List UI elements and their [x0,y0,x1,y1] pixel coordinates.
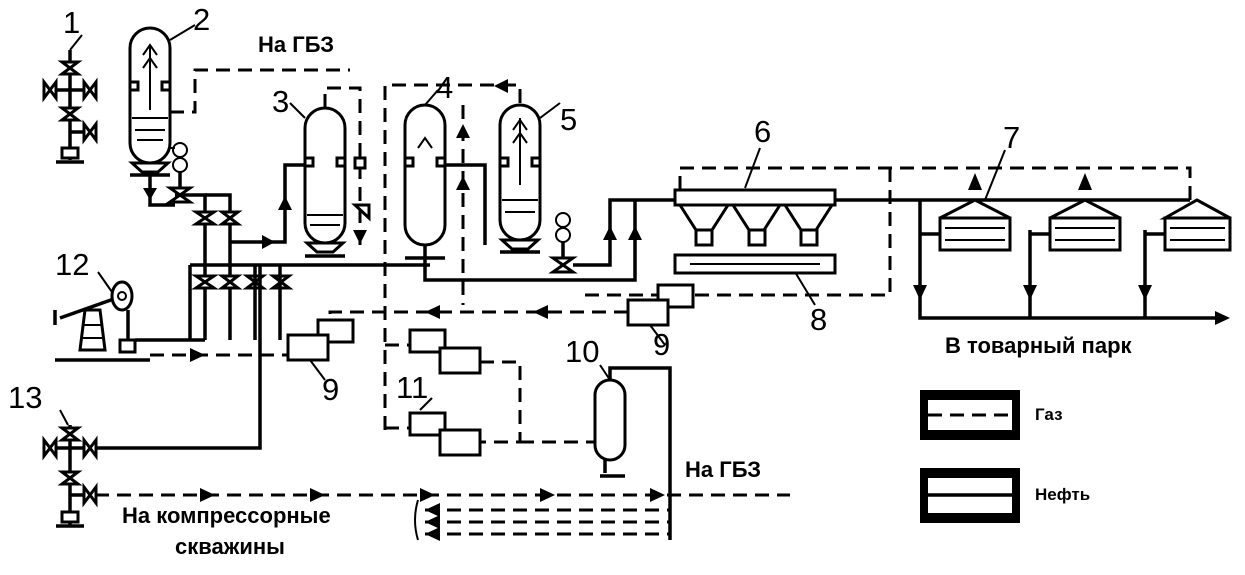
legend-gas-label: Газ [1035,405,1063,424]
separator-5 [498,103,542,254]
label-compressor-wells-1: На компрессорные [122,503,331,528]
label-3: 3 [272,84,289,119]
label-8: 8 [810,302,827,337]
label-na-gbz-bottom: На ГБЗ [685,457,761,482]
label-na-gbz-top: На ГБЗ [258,32,334,57]
wellhead-1 [42,50,98,164]
vessel-10 [593,378,627,478]
tank-8 [673,253,837,275]
label-12: 12 [55,247,89,282]
label-10: 10 [565,334,599,369]
legend-oil [920,468,1020,523]
label-7: 7 [1003,120,1020,155]
compressor-9-right [626,283,695,327]
label-11: 11 [396,370,428,405]
separator-4 [403,103,447,260]
label-compressor-wells-2: скважины [175,534,285,559]
wellhead-13 [42,425,98,528]
label-tovarny-park: В товарный парк [945,333,1133,358]
compressors-11 [408,328,482,457]
compressor-9-left [286,318,355,362]
separator-2 [128,26,172,177]
pumpjack-12 [53,280,150,362]
legend-oil-label: Нефть [1035,485,1090,504]
separator-3 [303,106,347,258]
label-2: 2 [193,2,210,37]
legend-gas [920,390,1020,440]
label-13: 13 [8,380,42,415]
storage-tanks-7 [938,198,1232,252]
label-9-right: 9 [653,327,670,362]
label-1: 1 [63,5,80,40]
label-4: 4 [436,70,453,105]
settling-tanks-6 [673,188,837,247]
label-5: 5 [560,102,577,137]
label-6: 6 [754,114,771,149]
label-9-left: 9 [322,372,339,407]
